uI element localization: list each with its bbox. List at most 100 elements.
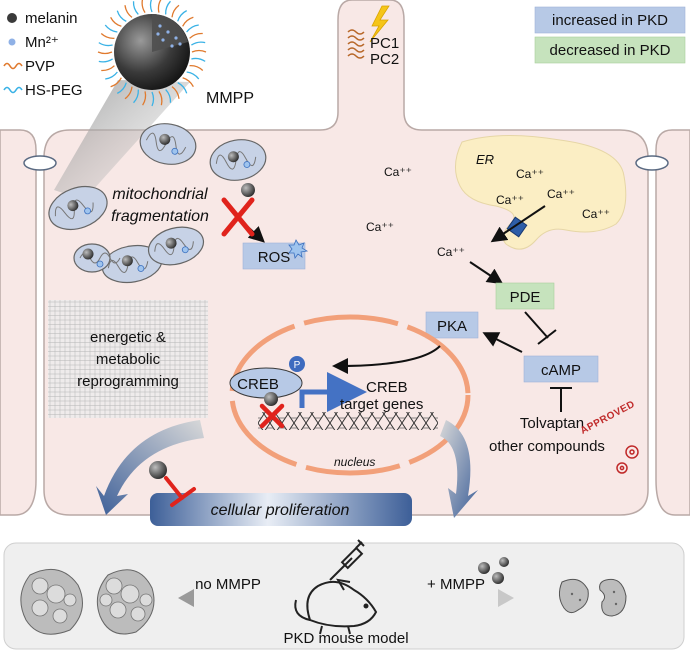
camp-to-pka-arrow xyxy=(482,332,523,353)
bottom-panel: no MMPP PKD mouse model + MMPP xyxy=(3,539,685,650)
mn-dot xyxy=(174,36,178,40)
ca-er-3: Ca⁺⁺ xyxy=(547,187,575,201)
polymer-strand xyxy=(165,0,171,15)
healthy-kidneys-icon xyxy=(558,578,627,617)
mmpp-dose-icon-2 xyxy=(492,572,504,584)
tolvaptan-inhibit-camp xyxy=(550,387,572,412)
creb-target-line1: CREB xyxy=(366,379,408,396)
nucleus-envelope xyxy=(229,314,471,476)
polymer-strand xyxy=(158,91,163,106)
no-mmpp-arrowhead xyxy=(178,589,194,607)
mmpp-dose-icon-1 xyxy=(478,562,490,574)
polymer-strand xyxy=(100,33,115,39)
pc-channel-icon xyxy=(347,29,365,59)
polymer-strand xyxy=(177,10,188,22)
pka-to-creb-arrow xyxy=(332,345,441,374)
ca-er-2: Ca⁺⁺ xyxy=(496,193,524,207)
polymer-strand xyxy=(104,24,118,33)
no-mmpp-label: no MMPP xyxy=(195,576,261,593)
model-label: PKD mouse model xyxy=(283,630,408,647)
mn-dot xyxy=(178,42,182,46)
mn-dot xyxy=(156,32,160,36)
creb-label: CREB xyxy=(237,376,279,393)
transcription-arrow xyxy=(299,372,367,412)
pka-box xyxy=(425,311,479,339)
reprog-to-prolif-arrow xyxy=(96,420,204,515)
mitochondrion xyxy=(48,185,108,231)
polymer-strand xyxy=(124,86,133,100)
legend-mn: Mn²⁺ xyxy=(25,34,59,51)
polycystin-complex: PC1 PC2 xyxy=(347,5,399,68)
polymer-strand xyxy=(182,77,194,88)
zoom-beam xyxy=(54,80,190,200)
polymer-strand xyxy=(177,82,188,94)
reprog-texture xyxy=(48,300,208,418)
mouse-icon xyxy=(294,578,378,635)
polymer-strand xyxy=(142,91,147,106)
mmpp-label: MMPP xyxy=(206,90,254,107)
phospho-icon xyxy=(289,356,305,372)
endoplasmic-reticulum: ER Ca⁺⁺ Ca⁺⁺ Ca⁺⁺ Ca⁺⁺ xyxy=(455,135,627,250)
polymer-strand xyxy=(101,65,115,72)
prolif-box xyxy=(150,493,412,526)
mito-label-line2: fragmentation xyxy=(111,208,209,225)
mmpp-prolif-icon xyxy=(149,461,167,479)
lightning-icon xyxy=(369,5,390,43)
hspeg-wave-icon xyxy=(3,86,23,94)
inhibit-x-nucleus-icon xyxy=(259,403,285,429)
pde-inhibit-camp xyxy=(524,311,557,345)
reprog-texture-lines xyxy=(48,300,208,418)
legend-increased-box xyxy=(534,6,686,34)
polymer-strand xyxy=(191,41,206,46)
mitochondrion xyxy=(209,139,267,181)
tight-junction-right xyxy=(635,155,669,171)
polymer-strand xyxy=(141,0,146,13)
cystic-kidneys-icon xyxy=(20,568,155,635)
prolif-label: cellular proliferation xyxy=(211,502,350,519)
ca-er-4: Ca⁺⁺ xyxy=(582,207,610,221)
ca-cyto-3: Ca⁺⁺ xyxy=(437,245,465,259)
mitochondrion xyxy=(101,244,163,284)
legend-decreased: decreased in PKD xyxy=(550,42,671,59)
polymer-strand xyxy=(149,0,153,13)
reprog-line1: energetic & xyxy=(90,329,166,346)
polymer-strand xyxy=(116,10,127,22)
polymer-strand xyxy=(98,42,113,47)
polymer-strand xyxy=(165,89,172,103)
mn-dot xyxy=(170,44,174,48)
polymer-strand xyxy=(110,77,122,88)
bottom-panel-bg xyxy=(3,542,685,650)
polymer-strand xyxy=(189,32,203,39)
tight-junction-left xyxy=(23,155,57,171)
mitochondrion xyxy=(139,123,197,165)
polymer-corona xyxy=(97,0,207,107)
polymer-strand xyxy=(171,86,180,99)
mitochondria-group xyxy=(48,123,267,284)
polymer-strand xyxy=(98,58,113,63)
pka-label: PKA xyxy=(437,318,467,335)
mmpp-dose-icon-3 xyxy=(499,557,509,567)
ca-to-pde-arrow xyxy=(469,261,504,285)
er-shape xyxy=(455,135,627,250)
pde-box xyxy=(495,282,555,310)
polymer-strand xyxy=(151,91,155,107)
proliferation-block: cellular proliferation xyxy=(149,461,412,526)
polymer-strand xyxy=(191,49,207,53)
nucleus-label: nucleus xyxy=(334,455,375,469)
er-label: ER xyxy=(476,152,494,167)
pc2-label: PC2 xyxy=(370,51,399,68)
legend: melanin Mn²⁺ PVP HS-PEG increased in PKD… xyxy=(3,6,686,99)
inhibit-x-icon xyxy=(221,197,255,237)
mn-dot xyxy=(166,30,170,34)
other-compounds-label: other compounds xyxy=(489,438,605,455)
polymer-strand xyxy=(182,16,194,27)
polymer-strand xyxy=(171,4,180,18)
polymer-strand xyxy=(132,1,139,15)
legend-decreased-box xyxy=(534,36,686,64)
polymer-strand xyxy=(97,51,113,55)
camp-box xyxy=(523,355,599,383)
dna-helix xyxy=(258,412,438,430)
camp-label: cAMP xyxy=(541,362,581,379)
ros-star-icon xyxy=(288,239,309,259)
pc1-label: PC1 xyxy=(370,35,399,52)
